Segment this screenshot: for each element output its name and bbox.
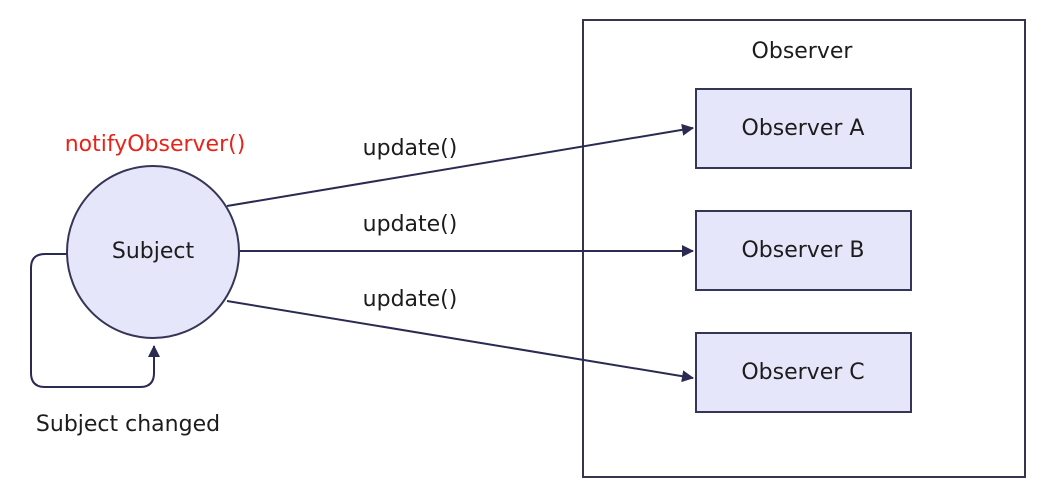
observer-node-b-label: Observer B <box>741 238 864 263</box>
subject-node-label: Subject <box>112 239 195 264</box>
edge-label-observer-a: update() <box>363 136 458 161</box>
observer-node-b-box <box>695 210 912 291</box>
observer-node-a-box <box>695 88 912 169</box>
edge-label-observer-c: update() <box>363 287 458 312</box>
edge-subject-to-observer-a <box>226 123 694 207</box>
observer-node-c-box <box>695 332 912 413</box>
subject-self-loop <box>30 253 160 388</box>
observer-node-b: Observer B <box>695 210 912 291</box>
notify-observer-label: notifyObserver() <box>65 132 246 157</box>
observer-node-a: Observer A <box>695 88 912 169</box>
observer-node-c: Observer C <box>695 332 912 413</box>
observer-group-title: Observer <box>752 39 854 64</box>
subject-node-circle <box>66 165 240 339</box>
edge-label-observer-b: update() <box>363 212 458 237</box>
subject-node: Subject <box>66 165 240 339</box>
observer-node-c-label: Observer C <box>741 360 864 385</box>
edge-subject-to-observer-c <box>226 300 694 383</box>
observer-node-a-label: Observer A <box>742 116 865 141</box>
subject-changed-label: Subject changed <box>36 412 220 437</box>
